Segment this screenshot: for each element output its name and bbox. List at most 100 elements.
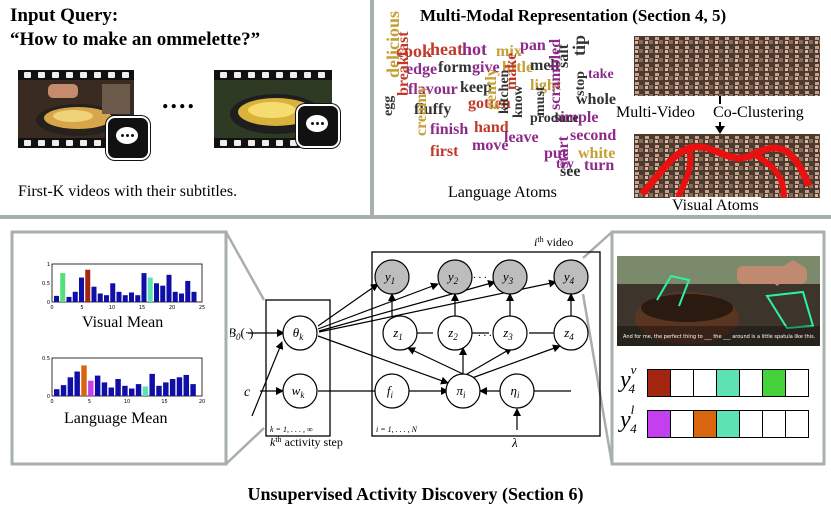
vector-cell xyxy=(670,410,694,438)
chart-bar xyxy=(91,286,97,302)
vector-cell xyxy=(647,369,671,397)
word-cloud-word: first xyxy=(430,143,459,160)
word-cloud-word: take xyxy=(588,67,614,82)
chart-bar xyxy=(169,379,176,396)
language-vector-label: yl4 xyxy=(620,402,637,436)
chart-bar xyxy=(129,388,135,396)
chart-bar xyxy=(85,269,91,302)
visual-vector-label: yv4 xyxy=(620,362,637,396)
video-plate-label: ith video xyxy=(534,235,573,249)
video-thumbnail-1[interactable] xyxy=(18,70,134,148)
word-cloud-word: try xyxy=(556,157,574,172)
coclustering-label: Multi-Video Co-Clustering xyxy=(614,104,806,122)
chart-bar xyxy=(79,277,84,302)
chart-bar xyxy=(135,384,142,396)
language-mean-label: Language Mean xyxy=(64,410,168,427)
word-cloud-word: pan xyxy=(520,37,546,54)
vector-cell xyxy=(739,369,763,397)
word-cloud-word: keep xyxy=(460,79,492,96)
theta-label: θk xyxy=(293,325,304,342)
chart-bar xyxy=(147,277,153,302)
zoom-line-right-top xyxy=(582,231,613,259)
activity-plate xyxy=(265,299,331,437)
word-cloud-word: scrambled xyxy=(547,38,564,110)
vector-cell xyxy=(785,369,809,397)
y-node-3 xyxy=(492,259,528,295)
language-atom-vector xyxy=(647,410,831,438)
chart-bar xyxy=(60,273,66,302)
vector-cell xyxy=(739,410,763,438)
vector-cell xyxy=(647,410,671,438)
word-cloud-word: form xyxy=(438,59,472,76)
word-cloud-word: egg xyxy=(381,95,396,116)
z-label-4: z4 xyxy=(563,325,574,342)
vector-cell xyxy=(785,410,809,438)
visual-atom-vector xyxy=(647,369,831,397)
chart-bar xyxy=(122,295,128,302)
pi-label: πi xyxy=(456,383,466,400)
graphical-model: θk wk fi πi ηi z1 z2 z3 z4 y1 y2 y3 y4 .… xyxy=(230,235,601,450)
y-dots: . . . xyxy=(473,269,487,281)
chart-bar xyxy=(97,293,103,302)
zoom-line-top xyxy=(224,231,266,301)
subtitle-bubble-icon-k xyxy=(296,104,340,148)
word-cloud-word: creamy xyxy=(413,85,430,136)
chart-bar xyxy=(88,380,94,396)
word-cloud-word: heat xyxy=(430,39,463,59)
z-label-3: z3 xyxy=(502,325,513,342)
chart-bar xyxy=(108,387,114,396)
word-cloud-word: hand xyxy=(474,119,509,136)
chart-xtick-label: 25 xyxy=(199,305,205,311)
chart-xtick-label: 5 xyxy=(88,399,91,405)
word-cloud-word: produce xyxy=(530,111,579,126)
chart-bar xyxy=(54,389,60,396)
chart-bar xyxy=(115,379,121,396)
chart-bar xyxy=(129,292,134,302)
word-cloud-word: edge xyxy=(406,61,438,78)
chart-bar xyxy=(60,385,67,396)
chart-bar xyxy=(190,384,196,396)
query-title: Input Query: “How to make an ommelette?” xyxy=(10,4,260,52)
word-cloud-word: light xyxy=(530,77,562,94)
chart-xtick-label: 10 xyxy=(109,305,115,311)
word-cloud-word: must xyxy=(533,86,548,116)
word-cloud-word: gently xyxy=(483,68,500,110)
z-node-3 xyxy=(492,315,528,351)
zoom-line-right-bottom xyxy=(581,293,614,465)
word-cloud-word: simple xyxy=(554,109,599,126)
word-cloud-word: flavour xyxy=(408,81,458,98)
chart-bar xyxy=(176,377,183,396)
word-cloud-word: turn xyxy=(584,157,615,174)
y-node-1 xyxy=(374,259,410,295)
chart-bar xyxy=(74,371,80,396)
prior-label: B0(·) xyxy=(230,325,253,342)
chart-ytick-label: 1 xyxy=(47,262,50,268)
chart-xtick-label: 0 xyxy=(50,305,53,311)
word-cloud-word: fluffy xyxy=(414,101,452,118)
chart-bar xyxy=(166,274,172,302)
tongs-outline xyxy=(765,290,815,330)
chart-bar xyxy=(142,386,149,396)
plate-i-range: i = 1, . . . , N xyxy=(376,425,418,434)
vector-cell xyxy=(762,369,786,397)
chart-xtick-label: 15 xyxy=(139,305,145,311)
y-node-4 xyxy=(553,259,589,295)
query-caption: First-K videos with their subtitles. xyxy=(18,183,238,200)
example-subtitle-text: And for me, the perfect thing to ___ the… xyxy=(623,334,816,340)
spatula-outline xyxy=(656,274,691,307)
vector-cell xyxy=(693,369,717,397)
chart-ytick-label: 0 xyxy=(47,394,50,400)
chart-bar xyxy=(154,283,159,302)
f-node xyxy=(374,373,410,409)
vector-cell xyxy=(670,369,694,397)
chart-bar xyxy=(185,280,191,302)
chart-bar xyxy=(156,385,162,396)
z-node-2 xyxy=(437,315,473,351)
chart-bar xyxy=(122,385,128,396)
pi-node xyxy=(445,373,481,409)
vector-cell xyxy=(716,369,740,397)
chart-ytick-label: 0.5 xyxy=(42,356,50,362)
chart-bar xyxy=(94,375,101,396)
